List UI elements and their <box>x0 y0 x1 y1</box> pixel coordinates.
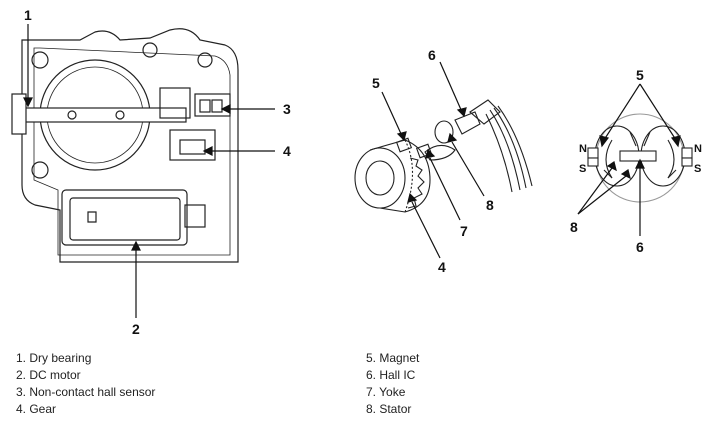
callout-mid-8: 8 <box>486 197 494 213</box>
leader-lines-right <box>577 83 681 236</box>
legend-item-magnet: 5. Magnet <box>366 351 420 365</box>
callout-right-8: 8 <box>570 219 578 235</box>
pole-label-s-right: S <box>694 163 701 175</box>
component-diagram: 1 2 3 4 5 6 7 8 <box>11 7 702 337</box>
callout-mid-6: 6 <box>428 47 436 63</box>
pole-label-s-left: S <box>579 163 586 175</box>
legend-right: 5. Magnet 6. Hall IC 7. Yoke 8. Stator <box>366 350 419 418</box>
legend-item-hall-ic: 6. Hall IC <box>366 368 416 382</box>
leader-lines-left <box>23 24 275 318</box>
callout-1: 1 <box>24 7 32 23</box>
legend-item-hall-sensor: 3. Non-contact hall sensor <box>16 385 156 399</box>
leader-lines-mid <box>381 61 485 259</box>
legend-item-gear: 4. Gear <box>16 402 57 416</box>
callout-right-6: 6 <box>636 239 644 255</box>
legend-item-dry-bearing: 1. Dry bearing <box>16 351 92 365</box>
callout-2: 2 <box>132 321 140 337</box>
exploded-sensor-drawing <box>354 99 533 213</box>
callout-3: 3 <box>283 101 291 117</box>
callout-mid-7: 7 <box>460 223 468 239</box>
legend-item-stator: 8. Stator <box>366 402 412 416</box>
callout-4: 4 <box>283 143 291 159</box>
throttle-body-drawing <box>11 28 239 263</box>
pole-label-n-right: N <box>694 143 702 155</box>
callout-mid-4: 4 <box>438 259 446 275</box>
callout-mid-5: 5 <box>372 75 380 91</box>
callout-right-5: 5 <box>636 67 644 83</box>
pole-label-n-left: N <box>579 143 587 155</box>
legend-item-yoke: 7. Yoke <box>366 385 406 399</box>
legend-left: 1. Dry bearing 2. DC motor 3. Non-contac… <box>16 350 155 418</box>
legend-item-dc-motor: 2. DC motor <box>16 368 81 382</box>
